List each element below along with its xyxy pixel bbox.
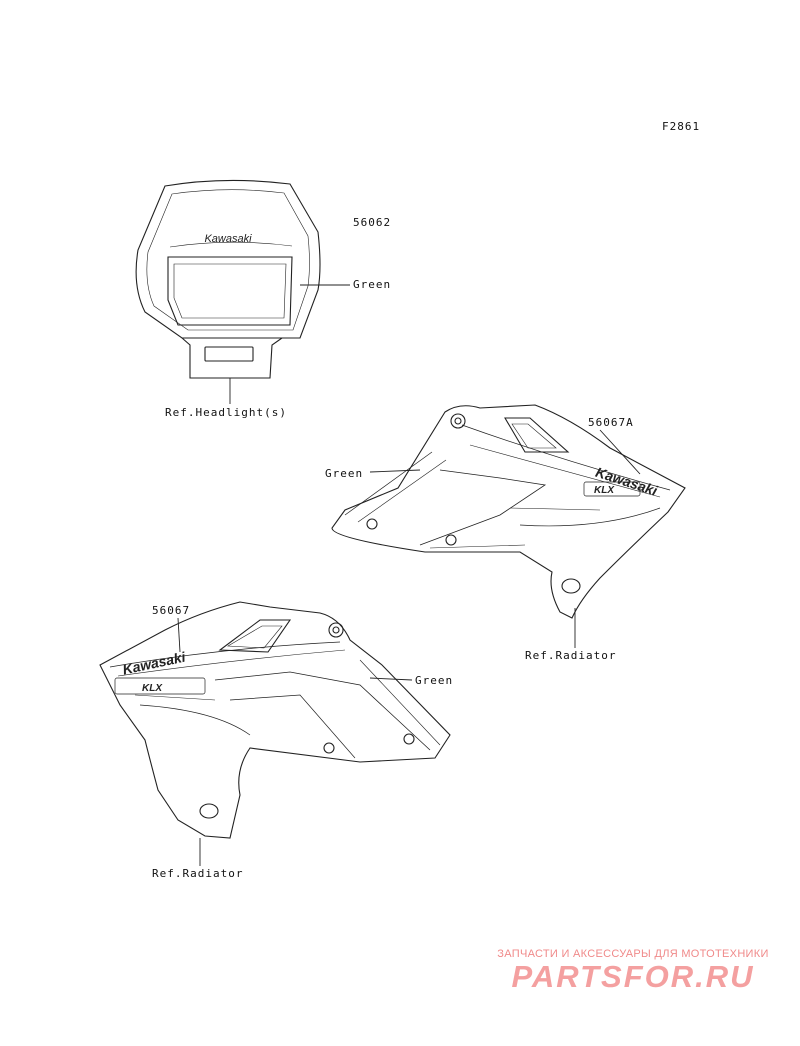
watermark: ЗАПЧАСТИ И АКСЕССУАРЫ ДЛЯ МОТОТЕХНИКИ PA… — [478, 948, 788, 994]
label-left-color: Green — [415, 674, 454, 687]
left-shroud — [99, 601, 451, 839]
headlight-cowl — [135, 179, 321, 379]
label-right-ref: Ref.Radiator — [525, 649, 617, 662]
left-shroud-brand-decal: Kawasaki — [121, 648, 188, 677]
figure-code: F2861 — [662, 120, 701, 133]
left-shroud-leaders — [177, 617, 413, 866]
label-headlight-ref: Ref.Headlight(s) — [165, 406, 287, 419]
watermark-logo: PARTSFOR.RU — [511, 959, 755, 994]
label-left-ref: Ref.Radiator — [152, 867, 244, 880]
label-right-color: Green — [325, 467, 364, 480]
label-headlight-part-number: 56062 — [353, 216, 392, 229]
right-shroud-leaders — [369, 429, 641, 648]
label-headlight-color: Green — [353, 278, 392, 291]
label-left-part-number: 56067 — [152, 604, 191, 617]
headlight-leaders — [229, 284, 350, 404]
right-shroud — [331, 404, 686, 619]
watermark-tagline: ЗАПЧАСТИ И АКСЕССУАРЫ ДЛЯ МОТОТЕХНИКИ — [497, 948, 769, 960]
right-shroud-model-decal: KLX — [594, 485, 615, 496]
label-right-part-number: 56067A — [588, 416, 634, 429]
headlight-brand-decal: Kawasaki — [204, 233, 252, 245]
left-shroud-model-decal: KLX — [142, 683, 163, 694]
